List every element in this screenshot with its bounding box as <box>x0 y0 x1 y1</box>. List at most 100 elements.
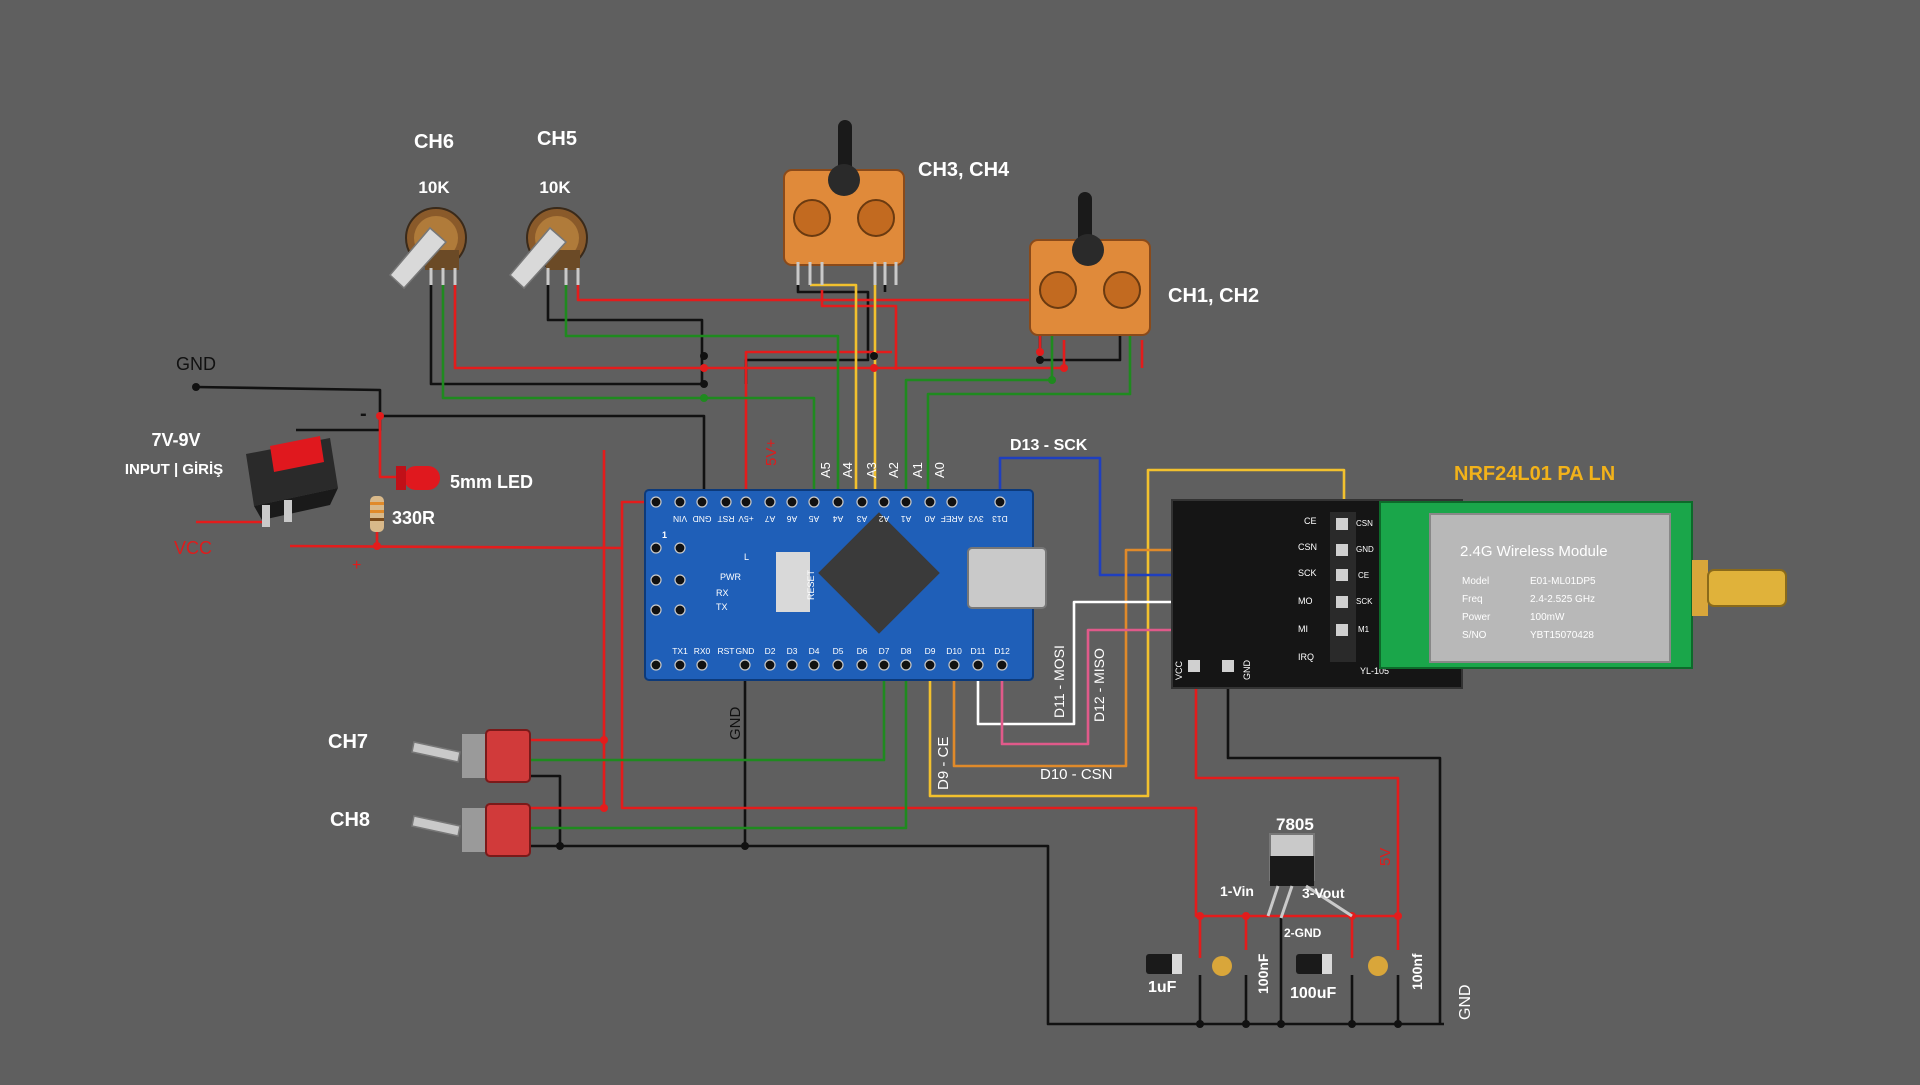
label-ch7: CH7 <box>328 731 368 753</box>
svg-text:Freq: Freq <box>1462 594 1483 605</box>
nano-bottom-header-labels: TX1 RX0 RST GND D2 D3 D4 D5 D6 D7 D8 D9 … <box>672 646 1010 656</box>
svg-text:RST: RST <box>718 646 735 656</box>
svg-text:CE: CE <box>1358 571 1369 580</box>
svg-text:A6: A6 <box>787 514 798 524</box>
svg-text:Model: Model <box>1462 576 1489 587</box>
svg-text:Power: Power <box>1462 612 1491 623</box>
svg-text:CSN: CSN <box>1298 542 1317 552</box>
antenna-connector[interactable] <box>1707 569 1787 607</box>
svg-text:A3: A3 <box>864 462 879 478</box>
js34-x <box>810 283 858 502</box>
svg-text:VIN: VIN <box>673 514 687 524</box>
svg-text:RESET: RESET <box>806 569 816 600</box>
potentiometer-ch6[interactable] <box>388 207 467 290</box>
label-d11-mosi: D11 - MOSI <box>1051 645 1067 718</box>
usb-port[interactable] <box>967 547 1047 609</box>
joystick-ch1-ch2[interactable] <box>1029 192 1151 336</box>
svg-text:E01-ML01DP5: E01-ML01DP5 <box>1530 576 1596 587</box>
label-d12-miso: D12 - MISO <box>1091 648 1107 722</box>
js34-gnd <box>744 260 870 384</box>
label-5v-plus: 5V+ <box>763 439 780 466</box>
component-labels: CH6 CH5 10K 10K CH3, CH4 CH1, CH2 GND 7V… <box>125 128 1615 1020</box>
svg-text:A4: A4 <box>833 514 844 524</box>
arduino-nano: D13 3V3 AREF A0 A1 A2 A3 A4 A5 A6 A7 +5V… <box>644 489 1047 681</box>
svg-text:A7: A7 <box>765 514 776 524</box>
js12-y <box>926 330 1132 502</box>
svg-text:MI: MI <box>1298 624 1308 634</box>
pot6-gnd <box>429 280 704 386</box>
pot6-5v <box>453 280 1066 370</box>
signal-wires-green <box>441 280 1132 830</box>
svg-text:A2: A2 <box>879 514 890 524</box>
adapter-pin-labels: CE CSN SCK MO MI IRQ VCC GND YL-105 <box>1174 516 1389 680</box>
label-vcc: VCC <box>174 538 212 558</box>
power-switch[interactable] <box>246 436 338 527</box>
svg-text:D4: D4 <box>809 646 820 656</box>
svg-text:CE: CE <box>1304 516 1317 526</box>
label-cap-100nf-a: 100nF <box>1255 953 1271 994</box>
toggle-switch-ch8[interactable] <box>411 803 531 857</box>
label-gnd-top: GND <box>176 354 216 374</box>
adapter-pins <box>1188 518 1348 672</box>
label-input: INPUT | GİRİŞ <box>125 461 223 478</box>
svg-text:MO: MO <box>1298 596 1313 606</box>
junctions-green <box>700 376 1056 402</box>
signal-wires-yellow <box>810 280 1346 798</box>
toggle-switch-ch7[interactable] <box>411 729 531 783</box>
svg-text:PWR: PWR <box>720 572 741 582</box>
5v-rail <box>744 350 892 502</box>
svg-text:A1: A1 <box>910 462 925 478</box>
svg-text:A5: A5 <box>809 514 820 524</box>
svg-text:D2: D2 <box>765 646 776 656</box>
gnd-to-nano <box>380 414 706 500</box>
label-ch5-value: 10K <box>539 178 571 197</box>
capacitor-100nf-a <box>1212 956 1232 976</box>
label-ch12: CH1, CH2 <box>1168 285 1259 307</box>
svg-text:RX: RX <box>716 588 729 598</box>
svg-text:A5: A5 <box>818 462 833 478</box>
pot5-gnd <box>546 280 704 384</box>
nano-analog-labels: A5 A4 A3 A2 A1 A0 <box>818 462 947 478</box>
nano-top-header-labels: D13 3V3 AREF A0 A1 A2 A3 A4 A5 A6 A7 +5V… <box>673 514 1008 524</box>
svg-text:CSN: CSN <box>1356 519 1373 528</box>
svg-text:M1: M1 <box>1358 625 1370 634</box>
capacitor-1uf <box>1146 954 1182 974</box>
svg-text:TX: TX <box>716 602 728 612</box>
led <box>396 466 440 490</box>
junctions-black <box>192 352 1402 1028</box>
svg-text:GND: GND <box>1356 545 1374 554</box>
svg-text:YL-105: YL-105 <box>1360 666 1389 676</box>
junctions-red <box>373 348 1402 920</box>
svg-text:3V3: 3V3 <box>968 514 983 524</box>
label-gnd-right: GND <box>1457 984 1474 1020</box>
label-minus: - <box>360 403 367 425</box>
label-regulator: 7805 <box>1276 815 1314 834</box>
capacitor-100nf-b <box>1368 956 1388 976</box>
d9-ce <box>928 468 1346 798</box>
label-cap-100uf: 100uF <box>1290 985 1336 1002</box>
label-input-voltage: 7V-9V <box>151 430 200 450</box>
svg-text:D8: D8 <box>901 646 912 656</box>
reset-button[interactable] <box>776 552 810 612</box>
label-ch34: CH3, CH4 <box>918 159 1010 181</box>
label-reg-5v: 5V <box>1377 848 1394 866</box>
label-ch8: CH8 <box>330 809 370 831</box>
adapter-pin-labels-left: CSN GND CE SCK M1 <box>1356 519 1374 634</box>
label-cap-1uf: 1uF <box>1148 979 1177 996</box>
potentiometer-ch5[interactable] <box>508 207 588 290</box>
svg-text:1: 1 <box>662 530 667 540</box>
svg-text:VCC: VCC <box>1174 660 1184 680</box>
nrf-module: 2.4G Wireless Module Model E01-ML01DP5 F… <box>1379 501 1787 669</box>
label-ch5: CH5 <box>537 128 577 150</box>
sw8-signal <box>530 665 908 830</box>
label-cap-100nf-b: 100nf <box>1409 953 1425 990</box>
joystick-ch3-ch4[interactable] <box>783 120 905 285</box>
label-ch6: CH6 <box>414 131 454 153</box>
label-ch6-value: 10K <box>418 178 450 197</box>
svg-text:D5: D5 <box>833 646 844 656</box>
svg-text:A4: A4 <box>840 462 855 478</box>
svg-text:+5V: +5V <box>738 514 754 524</box>
svg-text:A0: A0 <box>932 462 947 478</box>
